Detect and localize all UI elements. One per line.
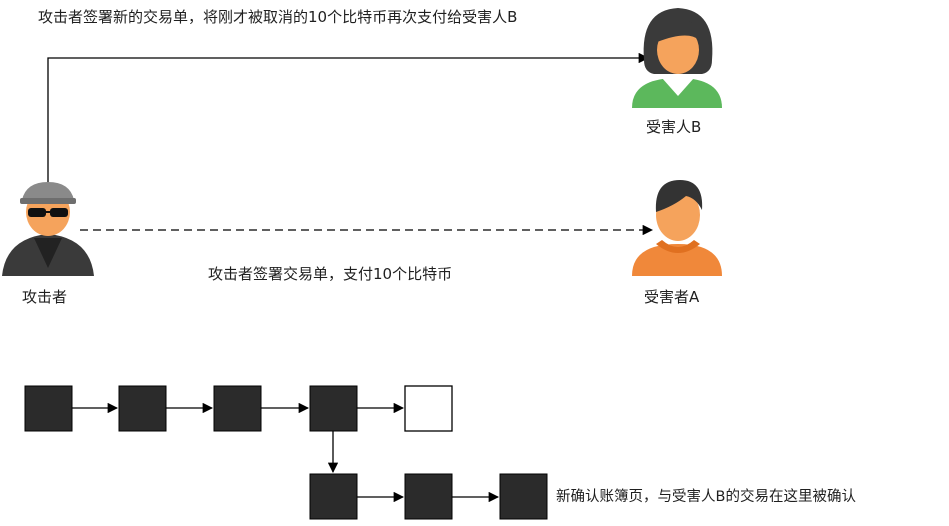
attacker-avatar-icon — [2, 182, 94, 276]
chain-block — [499, 473, 548, 520]
top-annotation: 攻击者签署新的交易单，将刚才被取消的10个比特币再次支付给受害人B — [38, 8, 518, 26]
fork-chain — [309, 473, 548, 520]
middle-annotation: 攻击者签署交易单，支付10个比特币 — [208, 265, 453, 283]
victim-b-label: 受害人B — [646, 118, 702, 136]
chain-block-empty — [404, 385, 453, 432]
chain-block — [118, 385, 167, 432]
new-chain-note: 新确认账簿页，与受害人B的交易在这里被确认 — [556, 489, 856, 505]
chain-block — [24, 385, 73, 432]
chain-block — [309, 473, 358, 520]
attacker-label: 攻击者 — [22, 288, 68, 306]
attack-arrow-to-victim-b — [47, 52, 650, 182]
chain-block — [309, 385, 358, 432]
male-user-hoodie-icon — [632, 180, 722, 276]
victim-a-label: 受害者A — [644, 288, 700, 306]
chain-block — [213, 385, 262, 432]
female-user-icon — [632, 8, 722, 108]
main-chain — [24, 385, 453, 432]
chain-block — [404, 473, 453, 520]
